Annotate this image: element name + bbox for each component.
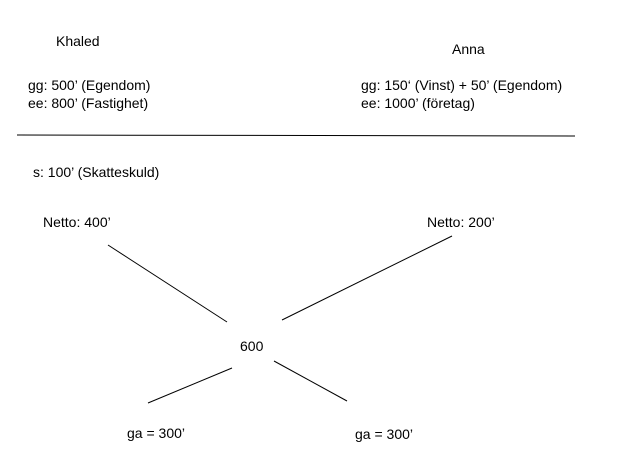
share-left: ga = 300’	[127, 425, 185, 441]
separator-line	[16, 134, 576, 137]
line-netto-left-to-center	[107, 244, 228, 323]
anna-ee: ee: 1000’ (företag)	[361, 95, 475, 111]
khaled-gg: gg: 500’ (Egendom)	[28, 77, 151, 93]
debt-label: s: 100’ (Skatteskuld)	[33, 164, 160, 180]
line-center-to-share-left	[147, 367, 233, 404]
share-right: ga = 300’	[355, 426, 413, 442]
anna-gg: gg: 150‘ (Vinst) + 50’ (Egendom)	[361, 77, 563, 93]
khaled-ee: ee: 800’ (Fastighet)	[28, 95, 149, 111]
netto-right: Netto: 200’	[427, 214, 495, 230]
anna-name: Anna	[452, 41, 485, 57]
netto-left: Netto: 400’	[43, 214, 111, 230]
line-netto-right-to-center	[281, 235, 453, 321]
line-center-to-share-right	[273, 360, 348, 402]
center-value: 600	[240, 338, 264, 354]
khaled-name: Khaled	[56, 33, 100, 49]
